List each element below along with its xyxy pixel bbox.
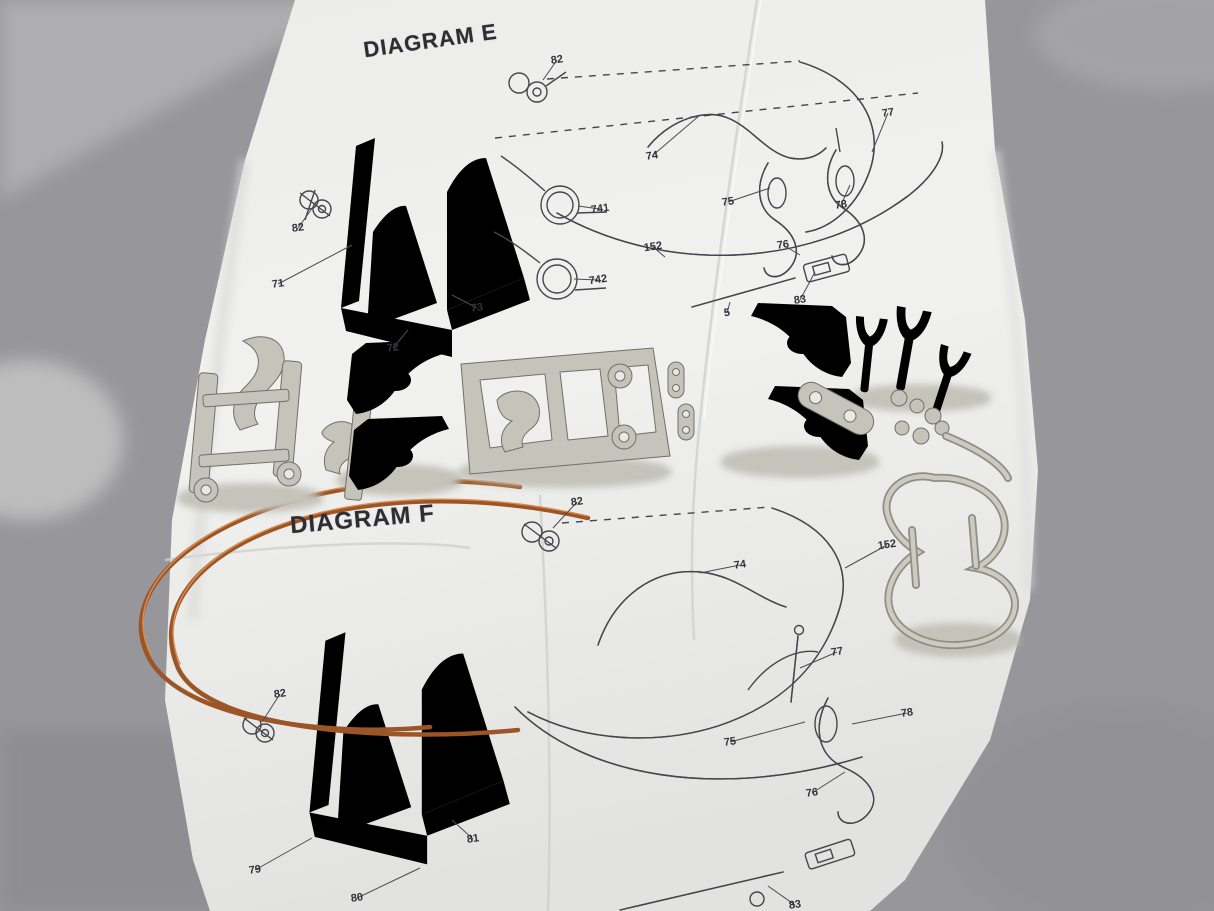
screw-82-drawing (508, 71, 567, 103)
metal-part-beads (890, 389, 950, 445)
leader-line (261, 693, 281, 723)
screw-82-drawing-f (521, 521, 560, 552)
background-highlight-topright (1035, 0, 1214, 90)
leader-line (726, 301, 731, 314)
slide-83-drawing-f (804, 838, 856, 870)
leader-line (840, 184, 851, 206)
diagram-e-line-art (299, 60, 944, 357)
wire-152-f-highlight (527, 507, 844, 739)
rod-5-highlight (691, 277, 796, 308)
leader-line (727, 187, 771, 203)
crease-line (164, 542, 471, 562)
crease-line (690, 0, 759, 641)
hook-clamp-drawing-f (747, 650, 875, 824)
metal-part-h-frame (188, 360, 303, 503)
rod-highlight-f (619, 871, 784, 911)
leader-line (277, 244, 353, 285)
crease-line (538, 494, 551, 911)
metal-part-hook (233, 336, 285, 431)
dashed-assembly-line (561, 506, 771, 524)
wire-sweep-highlight (514, 706, 863, 780)
hook-clamp-drawings (758, 127, 866, 278)
slide-83-drawing (802, 253, 851, 283)
background-highlight-topleft (0, 0, 360, 200)
leader-line (651, 114, 701, 157)
leader-line (782, 244, 801, 256)
leader-line (297, 206, 314, 229)
metal-part-oval-link (797, 381, 875, 436)
ring-drawing-f (749, 891, 765, 907)
background-shade-bottomright (940, 700, 1214, 911)
leader-line (573, 278, 599, 281)
metal-parts (177, 303, 1021, 656)
metal-part-wire-lead-highlight (943, 433, 1011, 481)
dashed-assembly-line (546, 60, 801, 80)
leader-line (851, 712, 908, 725)
leader-line (871, 112, 889, 153)
pin-77-drawing (790, 624, 805, 703)
leader-line (811, 771, 846, 794)
copper-wire-arc-1-highlight (172, 498, 589, 665)
screw-82-left-drawing (299, 189, 332, 221)
spring-741-drawing (500, 155, 608, 225)
metal-part-frame-hook (496, 390, 540, 453)
leader-line (552, 501, 578, 529)
leader-line (542, 59, 558, 81)
leader-line (254, 837, 313, 871)
leader-line (799, 651, 838, 669)
leader-line (729, 721, 806, 743)
leader-line (799, 271, 816, 301)
leader-line (451, 819, 474, 840)
crease-highlight (703, 0, 762, 421)
leader-lines (254, 59, 908, 906)
background-highlight-left (0, 360, 123, 520)
wire-152-highlight (556, 141, 944, 256)
leader-line (844, 544, 888, 569)
leader-line (767, 885, 796, 906)
part-shadow (895, 624, 1021, 656)
leader-line (652, 246, 666, 258)
wire-77-highlight (799, 61, 875, 233)
part-shadow (721, 447, 879, 477)
metal-part-wire-loop (882, 472, 1019, 650)
copper-wire-arc-1 (169, 498, 591, 737)
wire-74-f-highlight (597, 570, 787, 646)
leader-line (392, 329, 409, 349)
diagram-f-line-art (242, 506, 875, 911)
wire-74-highlight (647, 113, 827, 160)
leader-line (699, 564, 741, 574)
paper-edge-shading (990, 149, 1034, 591)
leader-line (451, 294, 478, 309)
leader-line (356, 867, 421, 899)
metal-part-sprue-frame (460, 347, 671, 475)
metal-part-chain-links (667, 361, 695, 441)
spring-742-drawing (493, 231, 607, 300)
dashed-assembly-line (494, 92, 919, 139)
leader-line (577, 205, 601, 210)
